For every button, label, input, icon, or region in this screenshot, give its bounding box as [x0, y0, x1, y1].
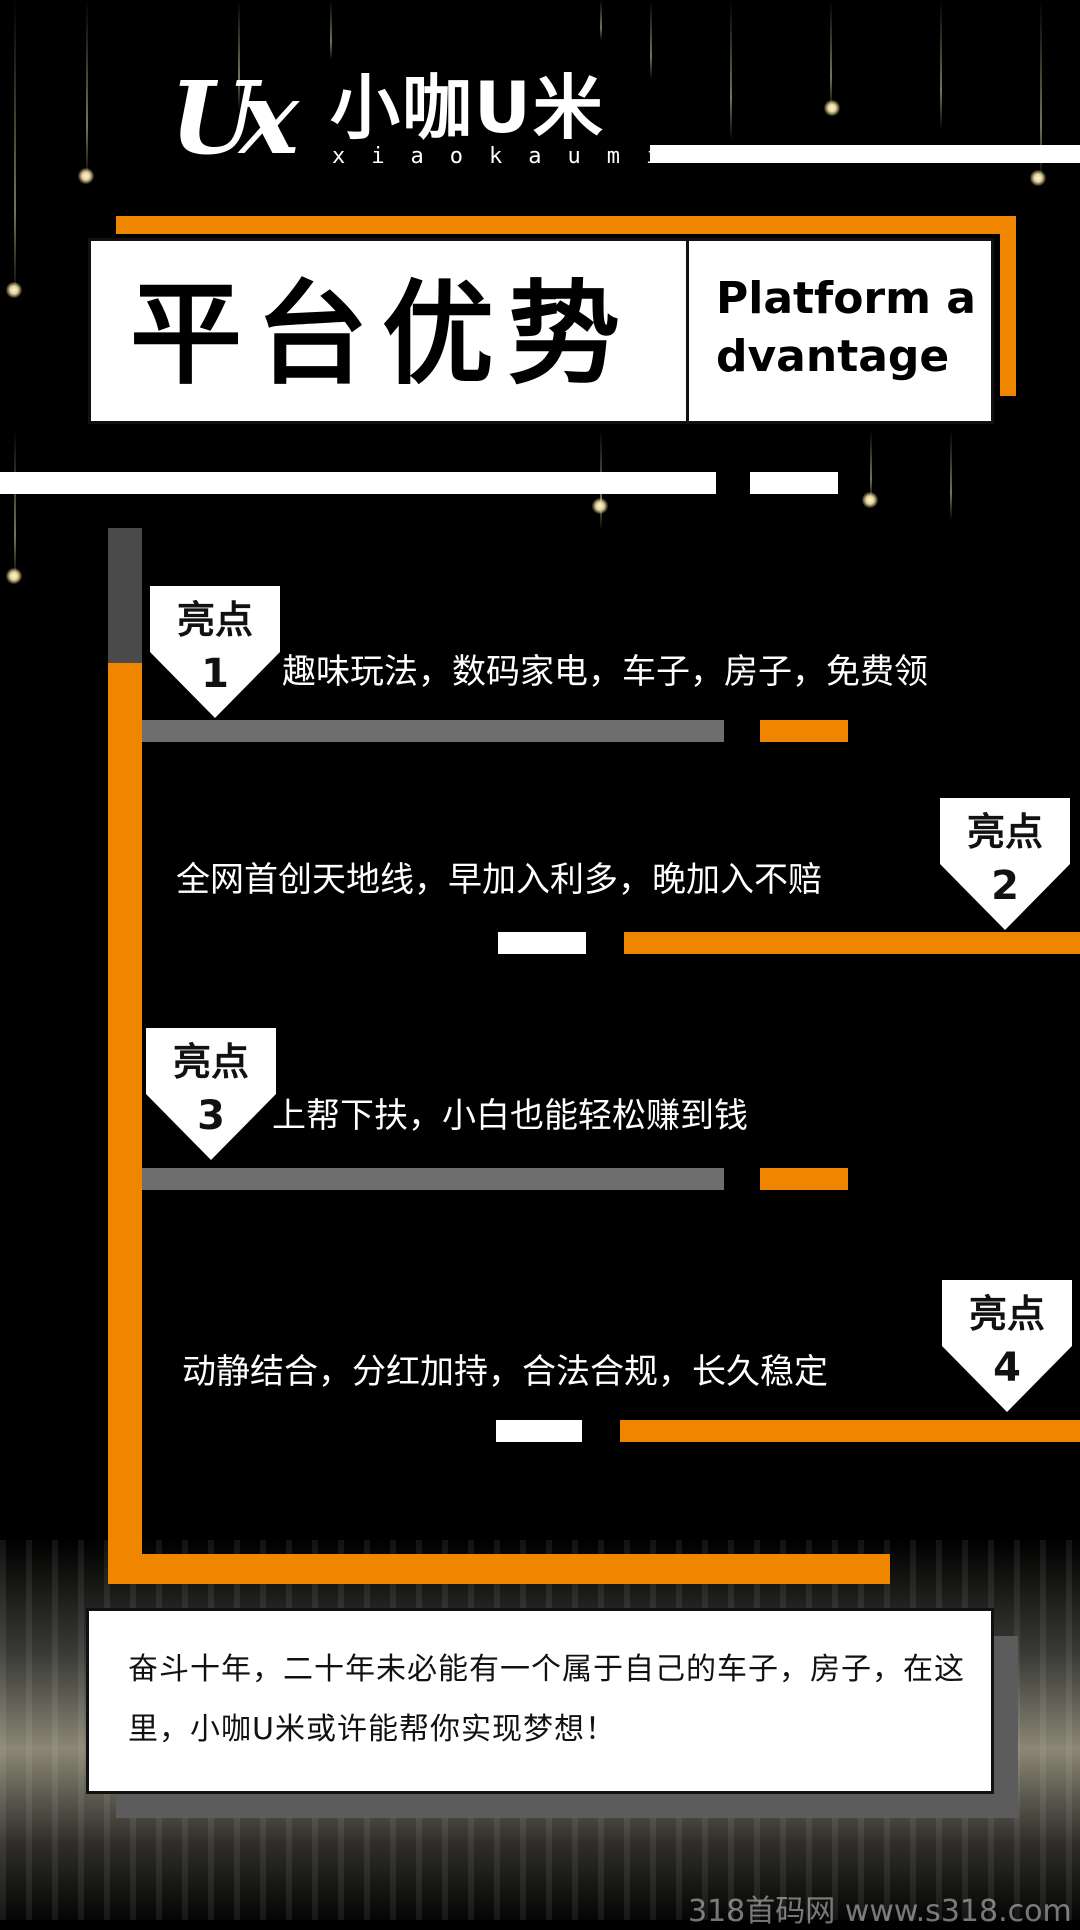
highlight-badge-4: 亮点 4 [942, 1280, 1072, 1412]
badge-number: 1 [201, 651, 229, 697]
highlight-text-1: 趣味玩法，数码家电，车子，房子，免费领 [282, 652, 928, 692]
badge-number: 3 [197, 1093, 225, 1139]
highlight-text-2: 全网首创天地线，早加入利多，晚加入不赔 [176, 860, 822, 900]
highlight-text-4: 动静结合，分红加持，合法合规，长久稳定 [182, 1352, 828, 1392]
highlight-badge-2: 亮点 2 [940, 798, 1070, 930]
title-accent-right [1000, 216, 1016, 396]
badge-shape [942, 1280, 1072, 1412]
badge-shape [940, 798, 1070, 930]
highlight-bar-orange-2 [624, 932, 1080, 954]
highlight-badge-3: 亮点 3 [146, 1028, 276, 1160]
title-box [88, 238, 994, 424]
logo-pinyin: xiaokaumi [332, 144, 686, 169]
bottom-message: 奋斗十年，二十年未必能有一个属于自己的车子，房子，在这里，小咖U米或许能帮你实现… [128, 1652, 965, 1747]
logo-underline-bar [650, 145, 1080, 163]
frame-orange-left [108, 663, 142, 1583]
badge-shape [150, 586, 280, 718]
badge-label: 亮点 [968, 1292, 1045, 1336]
badge-number: 2 [991, 863, 1019, 909]
title-divider [686, 240, 689, 424]
divider-bar [0, 472, 716, 494]
divider-bar-short [750, 472, 838, 494]
badge-number: 4 [993, 1345, 1021, 1391]
badge-shape [146, 1028, 276, 1160]
title-accent-top [116, 216, 1016, 234]
bottom-text-box [86, 1608, 994, 1794]
background-lights [0, 0, 1080, 600]
highlight-text-3: 上帮下扶，小白也能轻松赚到钱 [272, 1096, 748, 1136]
badge-label: 亮点 [172, 1040, 249, 1084]
badge-label: 亮点 [176, 598, 253, 642]
highlight-bar-white-4 [496, 1420, 582, 1442]
highlight-bar-gray-3 [142, 1168, 724, 1190]
highlight-bar-white-2 [498, 932, 586, 954]
page-title: 平台优势 [130, 269, 634, 400]
highlight-badge-1: 亮点 1 [150, 586, 280, 718]
watermark: 318首码网 www.s318.com [688, 1894, 1072, 1929]
frame-gray-segment [108, 528, 142, 663]
logo-mark: Uх [170, 59, 299, 177]
frame-orange-bottom [108, 1554, 890, 1584]
highlight-bar-gray-1 [142, 720, 724, 742]
highlight-bar-orange-4 [620, 1420, 1080, 1442]
badge-label: 亮点 [966, 810, 1043, 854]
page-title-english: Platform advantage [716, 273, 976, 382]
logo-name: 小咖U米 [330, 67, 605, 149]
highlight-bar-orange-3 [760, 1168, 848, 1190]
highlight-bar-orange-1 [760, 720, 848, 742]
